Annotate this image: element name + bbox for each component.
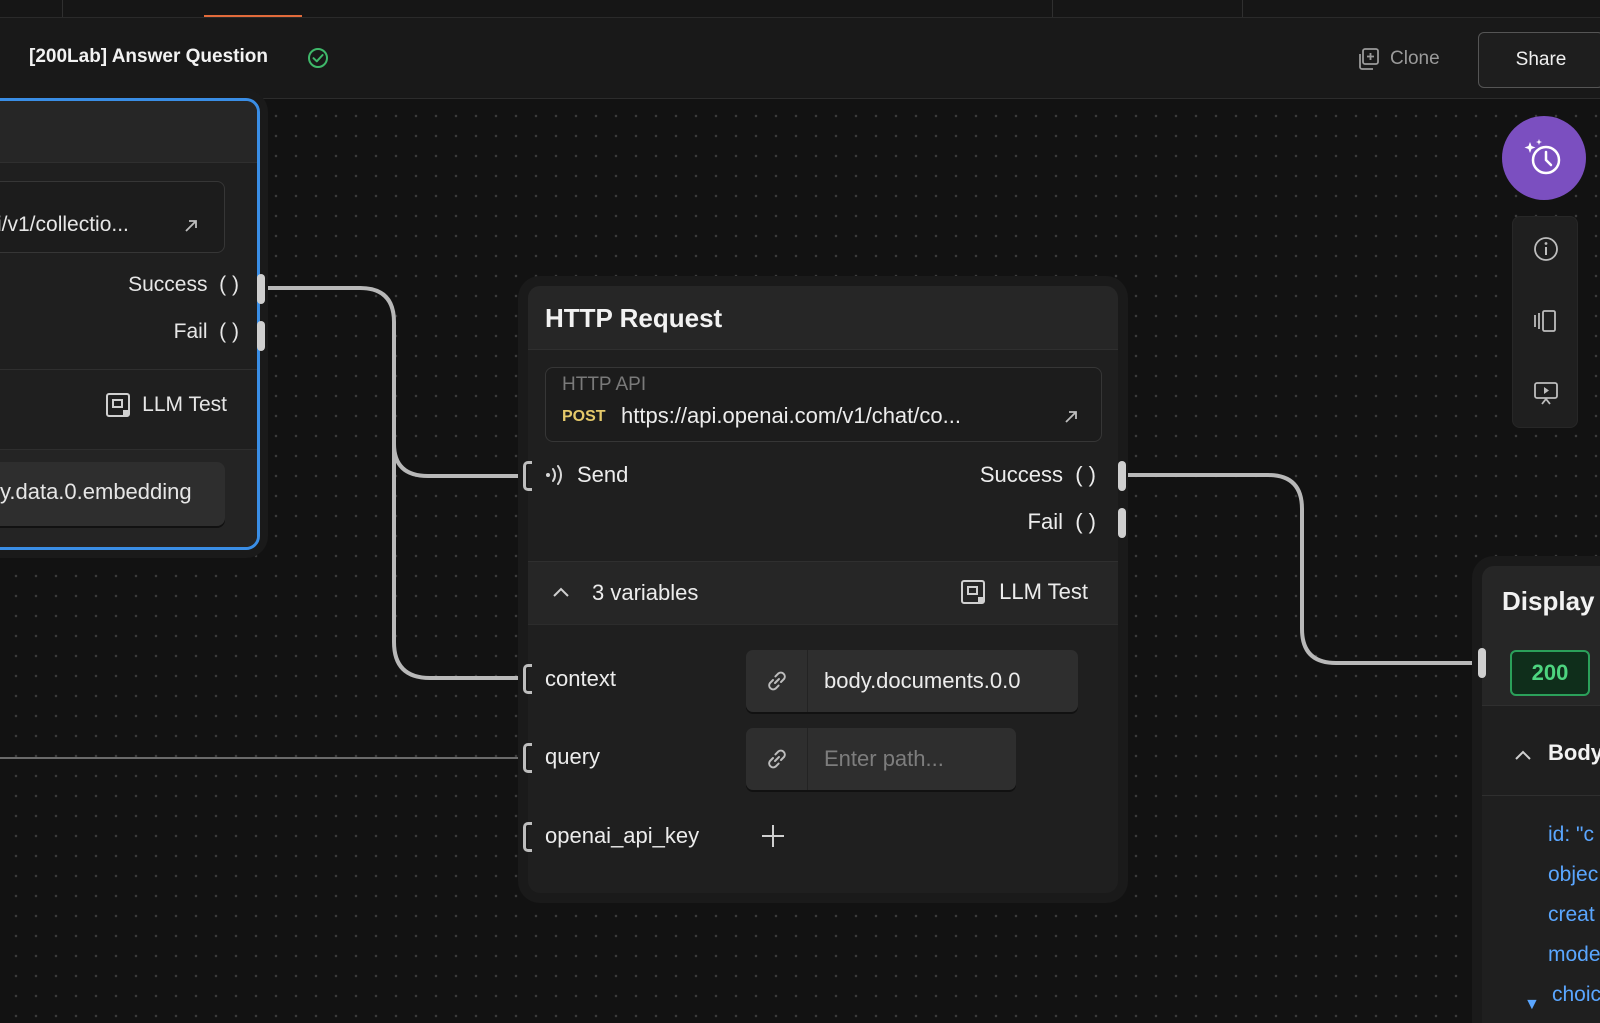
fail-parens: ( )	[219, 320, 239, 343]
json-line: mode	[1548, 943, 1600, 966]
context-input-handle[interactable]	[523, 664, 532, 694]
magic-wand-icon	[1524, 139, 1561, 175]
success-parens: ( )	[219, 273, 239, 296]
divider	[0, 369, 257, 370]
context-path-value: body.documents.0.0	[824, 668, 1021, 693]
fail-parens: ( )	[1075, 509, 1096, 534]
send-trigger: Send	[545, 462, 628, 488]
api-label: HTTP API	[562, 374, 647, 395]
link-icon	[767, 749, 786, 769]
embedding-path-field[interactable]	[0, 462, 225, 526]
success-output: Success ( )	[980, 462, 1096, 488]
query-input-handle[interactable]	[523, 743, 532, 773]
variable-path-query[interactable]: Enter path...	[746, 728, 1016, 790]
variable-name-openai-api-key: openai_api_key	[545, 823, 700, 848]
success-label: Success	[979, 462, 1063, 487]
node-header	[528, 286, 1118, 350]
body-label: Body	[1548, 740, 1600, 765]
json-line: objec	[1548, 863, 1599, 886]
api-url-box[interactable]	[0, 181, 225, 253]
link-button[interactable]	[746, 728, 808, 790]
left-success-handle[interactable]	[257, 274, 265, 304]
active-tab-indicator	[204, 15, 302, 17]
link-icon	[767, 671, 786, 691]
chevron-up-icon[interactable]	[552, 585, 570, 599]
clone-icon	[1359, 48, 1379, 70]
external-link-icon[interactable]	[182, 217, 200, 235]
json-line: choic	[1552, 983, 1600, 1006]
left-fail-handle[interactable]	[257, 321, 265, 351]
api-url-text: i/v1/collectio...	[0, 213, 129, 236]
panels-icon[interactable]	[1532, 307, 1560, 335]
variable-name-context: context	[545, 666, 616, 691]
clone-button[interactable]: Clone	[1356, 41, 1440, 77]
upstream-http-node[interactable]: i/v1/collectio... Success ( ) Fail ( ) L…	[0, 98, 260, 550]
fail-output: Fail ( )	[174, 320, 239, 344]
api-url: https://api.openai.com/v1/chat/co...	[621, 403, 961, 428]
chevron-up-icon[interactable]	[1514, 748, 1532, 762]
fail-label: Fail	[173, 320, 208, 343]
check-circle-icon	[308, 48, 328, 68]
external-link-icon[interactable]	[1062, 408, 1080, 426]
environment-icon	[961, 580, 986, 604]
info-icon[interactable]	[1532, 235, 1560, 263]
send-input-handle[interactable]	[523, 461, 532, 491]
llm-test-selector[interactable]: LLM Test	[104, 391, 227, 419]
tab-separator	[1052, 0, 1053, 17]
success-output: Success ( )	[128, 273, 239, 297]
node-title: Display	[1502, 586, 1595, 616]
broadcast-icon	[546, 465, 562, 485]
share-button[interactable]: Share	[1478, 32, 1600, 88]
variables-count: 3 variables	[592, 580, 699, 605]
display-node[interactable]: Display 200 Body id: "c objec creat mode…	[1482, 566, 1600, 1023]
llm-test-selector[interactable]: LLM Test	[959, 578, 1088, 606]
node-title: HTTP Request	[545, 303, 723, 333]
llm-test-label: LLM Test	[999, 579, 1088, 604]
variable-path-context[interactable]: body.documents.0.0	[746, 650, 1078, 712]
embedding-path-value: y.data.0.embedding	[0, 479, 192, 504]
api-box[interactable]	[545, 367, 1102, 442]
preview-icon[interactable]	[1532, 379, 1560, 407]
variables-toggle-bar[interactable]	[528, 561, 1118, 625]
add-path-icon[interactable]	[760, 823, 786, 849]
llm-test-label: LLM Test	[142, 393, 227, 416]
environment-icon	[106, 393, 131, 417]
flow-header: [200Lab] Answer Question Clone Share	[0, 18, 1600, 99]
http-request-node[interactable]: HTTP Request HTTP API POST https://api.o…	[528, 286, 1118, 893]
clone-label: Clone	[1390, 48, 1440, 69]
success-label: Success	[128, 273, 208, 296]
success-output-handle[interactable]	[1118, 461, 1126, 491]
success-parens: ( )	[1075, 462, 1096, 487]
fail-label: Fail	[1027, 509, 1063, 534]
variable-name-query: query	[545, 744, 601, 769]
fail-output-handle[interactable]	[1118, 508, 1126, 538]
node-header	[0, 101, 257, 163]
http-method-badge: POST	[562, 408, 606, 425]
status-code-badge: 200	[1510, 650, 1590, 696]
body-toggle-bar[interactable]	[1482, 716, 1600, 796]
json-line: creat	[1548, 903, 1595, 926]
side-toolbar	[1512, 216, 1578, 428]
query-path-placeholder: Enter path...	[824, 746, 944, 771]
link-button[interactable]	[746, 650, 808, 712]
expand-triangle-icon[interactable]: ▼	[1524, 996, 1540, 1013]
json-line: id: "c	[1548, 823, 1594, 846]
display-input-handle[interactable]	[1478, 648, 1486, 678]
openai-api-key-input-handle[interactable]	[523, 822, 532, 852]
fail-output: Fail ( )	[1028, 509, 1096, 535]
top-tab-strip	[0, 0, 1600, 18]
tab-separator	[1242, 0, 1243, 17]
ai-assistant-button[interactable]	[1502, 116, 1586, 200]
page-title: [200Lab] Answer Question	[29, 46, 268, 67]
send-label: Send	[577, 462, 629, 487]
tab-separator	[62, 0, 63, 17]
